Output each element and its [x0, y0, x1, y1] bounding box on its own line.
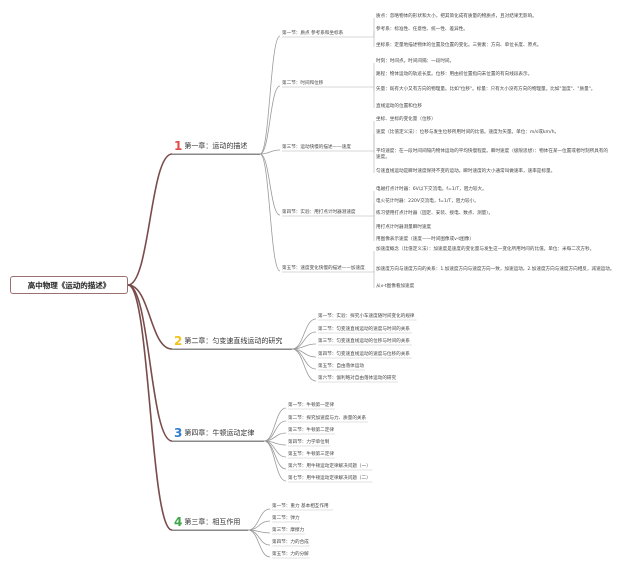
chapter-label: 第二章：匀变速直线运动的研究: [184, 337, 283, 345]
root-to-chapter-connector: [127, 284, 173, 442]
section-node[interactable]: 第一节：实验：探究小车速度随时间变化的规律: [318, 314, 415, 319]
chapter-to-section-connector: [291, 318, 317, 350]
detail-node[interactable]: 参考系：标准性、任意性、统一性、差异性。: [376, 27, 468, 32]
chapter-number: 2: [174, 334, 183, 348]
chapter-to-section-connector: [259, 35, 281, 155]
section-node[interactable]: 第二节：时间和位移: [282, 81, 324, 86]
section-node[interactable]: 第二节：匀变速直线运动的速度与时间的关系: [318, 327, 410, 332]
detail-node[interactable]: 路程：物体运动的轨迹长度。位移：用由初位置指向末位置的有向线段表示。: [376, 72, 533, 77]
detail-node[interactable]: 时刻：时间点。时间间隔：一段时间。: [376, 59, 455, 64]
detail-node[interactable]: 加速度概念（比值定义法）：加速度是速度的变化量与发生这一变化所用时间的比值。单位…: [376, 247, 595, 252]
chapter-to-section-connector: [247, 520, 271, 531]
root-to-chapter-connector: [127, 284, 173, 350]
root-to-chapter-connector: [127, 284, 173, 531]
section-node[interactable]: 第四节：匀变速直线运动的速度与位移的关系: [318, 352, 410, 357]
detail-node[interactable]: 矢量：既有大小又有方向的物理量。比如"位移"。标量：只有大小没有方向的物理量。比…: [376, 87, 596, 92]
section-node[interactable]: 第四节：力学单位制: [288, 440, 330, 445]
section-node[interactable]: 第五节：自由落体运动: [318, 364, 364, 369]
section-node[interactable]: 第六节：伽利略对自由落体运动的研究: [318, 376, 397, 381]
section-node[interactable]: 第一节：质点 参考系和坐标系: [282, 31, 344, 36]
detail-node[interactable]: 练习使用打点计时器（固定、安装、接电、数点、测量）。: [376, 211, 494, 216]
section-node[interactable]: 第六节：用牛顿运动定律解决问题（一）: [288, 464, 371, 469]
chapter-to-section-connector: [259, 85, 281, 155]
detail-node[interactable]: 直线运动的位置和位移: [376, 104, 422, 109]
chapter-number: 4: [174, 515, 183, 529]
chapter-label: 第三章：相互作用: [184, 518, 241, 526]
detail-node[interactable]: 匀速直线运动是瞬时速度保持不变的运动。瞬时速度的大小通常叫做速率，速率是标量。: [376, 169, 556, 174]
section-node[interactable]: 第三节：匀变速直线运动的位移与时间的关系: [318, 339, 410, 344]
section-node[interactable]: 第四节：实验：用打点计时器测速度: [282, 210, 356, 215]
chapter-to-section-connector: [247, 508, 271, 531]
section-node[interactable]: 第一节：牛顿第一定律: [288, 403, 334, 408]
chapter-number: 3: [174, 426, 183, 440]
chapter-label: 第一章：运动的描述: [184, 142, 248, 150]
section-node[interactable]: 第五节：牛顿第三定律: [288, 452, 334, 457]
chapter-to-section-connector: [259, 153, 281, 216]
section-node[interactable]: 第二节：探究加速度与力、质量的关系: [288, 416, 367, 421]
chapter-to-section-connector: [259, 149, 281, 155]
chapter-to-section-connector: [263, 440, 287, 482]
section-node[interactable]: 第三节：牛顿第二定律: [288, 428, 334, 433]
section-node[interactable]: 第二节：弹力: [272, 516, 300, 521]
detail-node[interactable]: 质点：忽略物体的形状和大小，把其简化成有质量的物质点，且对结果无影响。: [376, 14, 537, 19]
detail-node[interactable]: 速度（比值定义法）：位移与发生位移所用时间的比值。速度为矢量。单位：m/s或km…: [376, 130, 560, 135]
detail-node[interactable]: 用图像表示速度（速度——时间图像或v-t图像）: [376, 237, 474, 242]
root-topic-label: 高中物理《运动的描述》: [27, 280, 111, 290]
root-to-chapter-connector: [127, 153, 173, 286]
detail-node[interactable]: 从v-t图像看加速度: [376, 284, 415, 289]
section-node[interactable]: 第三节：摩擦力: [272, 528, 305, 533]
chapter-to-section-connector: [263, 407, 287, 442]
chapter-label: 第四章：牛顿运动定律: [184, 429, 255, 437]
section-node[interactable]: 第七节：用牛顿运动定律解决问题（二）: [288, 476, 371, 481]
chapter-to-section-connector: [259, 153, 281, 272]
root-topic[interactable]: 高中物理《运动的描述》: [10, 276, 128, 294]
section-node[interactable]: 第四节：力的合成: [272, 540, 309, 545]
detail-node[interactable]: 坐标、坐标的变化量（位移）: [376, 117, 436, 122]
detail-node[interactable]: 平均速度：在一段时间间隔内物体运动的平均快慢程度。瞬时速度（极限思想）：物体在某…: [376, 149, 608, 160]
chapter-number: 1: [174, 139, 183, 153]
detail-node[interactable]: 电火花计时器：220V交流电，f=1/T，阻力较小。: [376, 199, 479, 204]
chapter-to-section-connector: [291, 348, 317, 382]
chapter-to-section-connector: [247, 529, 271, 558]
section-node[interactable]: 第五节：速度变化快慢的描述——加速度: [282, 266, 365, 271]
detail-node[interactable]: 加速度方向与速度方向的关系：1.加速度方向与速度方向一致，加速运动。2.加速度方…: [376, 267, 615, 272]
detail-node[interactable]: 坐标系：定量地描述物体的位置及位置的变化。三要素：方向、单位长度、原点。: [376, 43, 542, 48]
section-node[interactable]: 第五节：力的分解: [272, 552, 309, 557]
section-node[interactable]: 第一节：重力 基本相互作用: [272, 504, 329, 509]
detail-node[interactable]: 电磁打点计时器：6V以下交流电，f=1/T，阻力较大。: [376, 187, 487, 192]
detail-node[interactable]: 用打点计时器测量瞬时速度: [376, 225, 432, 230]
section-node[interactable]: 第三节：运动快慢的描述——速度: [282, 145, 351, 150]
